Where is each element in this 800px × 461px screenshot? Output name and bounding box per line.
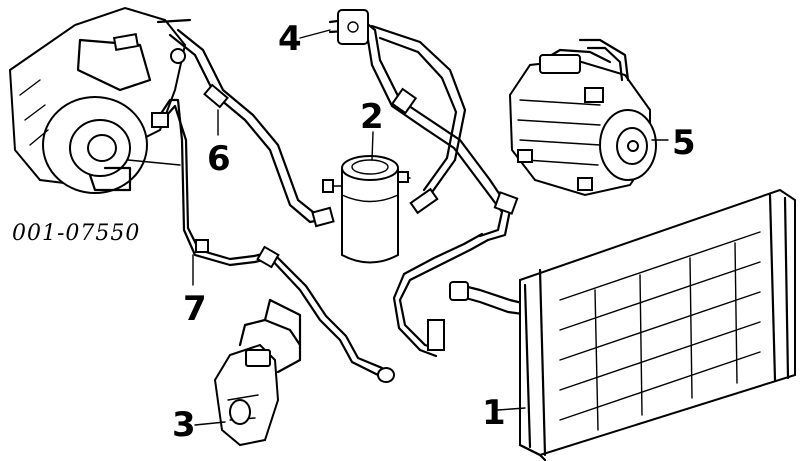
condenser <box>518 188 796 461</box>
compressor <box>508 38 657 197</box>
callout-3: 3 <box>172 405 196 445</box>
callout-7: 7 <box>183 289 207 329</box>
mounting-bracket <box>213 298 302 447</box>
callout-6: 6 <box>207 139 231 179</box>
receiver-drier <box>322 155 411 264</box>
discharge-hose <box>328 9 519 242</box>
callout-4: 4 <box>278 19 302 59</box>
callout-5: 5 <box>672 123 696 163</box>
callout-1: 1 <box>482 393 506 433</box>
evaporator-housing <box>8 6 187 194</box>
suction-hose <box>156 18 335 228</box>
condenser-inlet-line <box>392 232 532 358</box>
liquid-line <box>151 98 395 383</box>
callout-2: 2 <box>360 97 384 137</box>
leader-lines <box>192 29 669 426</box>
part-number: 001-07550 <box>12 221 140 246</box>
